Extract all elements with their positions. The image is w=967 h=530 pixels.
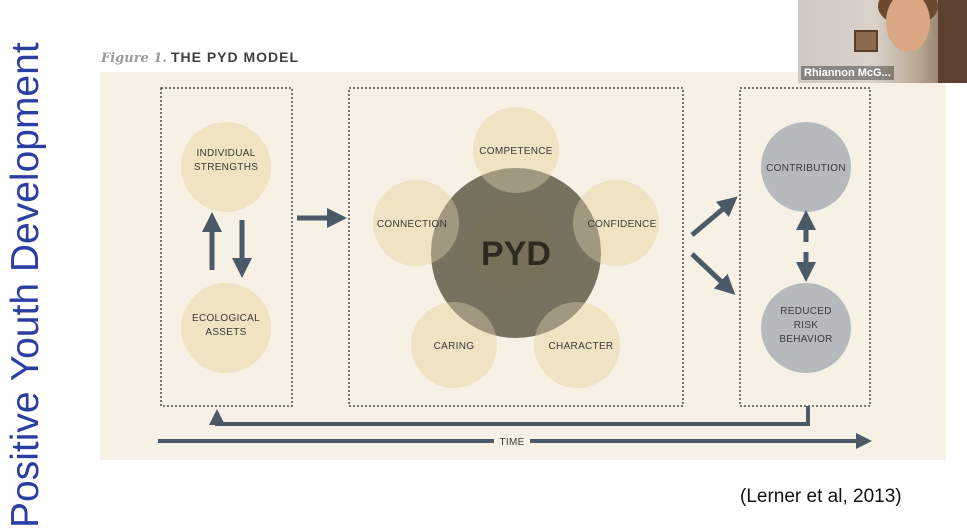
- participant-name-label: Rhiannon McG...: [801, 66, 894, 80]
- label-connection: CONNECTION: [377, 219, 447, 230]
- label-line: INDIVIDUAL: [196, 148, 255, 159]
- individual-strengths-circle: [181, 122, 271, 212]
- reduced-risk-circle: [761, 283, 851, 373]
- label-line: BEHAVIOR: [779, 334, 832, 345]
- label-line: RISK: [794, 320, 819, 331]
- slide-side-title: Positive Youth Development: [4, 42, 47, 528]
- label-confidence: CONFIDENCE: [587, 219, 656, 230]
- pyd-diagram-svg: INDIVIDUAL STRENGTHS ECOLOGICAL ASSETS PYD…: [158, 87, 872, 449]
- background-shelf: [938, 0, 967, 83]
- label-contribution: CONTRIBUTION: [766, 163, 846, 174]
- label-line: ECOLOGICAL: [192, 313, 260, 324]
- feedback-arrow: [209, 406, 810, 426]
- citation: (Lerner et al, 2013): [740, 486, 902, 507]
- time-label: TIME: [499, 437, 524, 448]
- arrow-to-reduced-risk: [690, 252, 736, 295]
- pyd-model-diagram: INDIVIDUAL STRENGTHS ECOLOGICAL ASSETS PYD…: [100, 72, 946, 460]
- label-individual-strengths-1: INDIVIDUAL STRENGTHS: [194, 148, 258, 173]
- webcam-video-tile[interactable]: Rhiannon McG...: [798, 0, 967, 83]
- label-caring: CARING: [434, 341, 475, 352]
- figure-caption: Figure 1.THE PYD MODEL: [101, 49, 299, 66]
- left-panel-border: [160, 87, 293, 407]
- label-line: ASSETS: [205, 327, 246, 338]
- label-reduced-risk-behavior: REDUCED RISK BEHAVIOR: [779, 306, 832, 345]
- right-panel-border: [739, 87, 871, 407]
- label-character: CHARACTER: [549, 341, 614, 352]
- label-line: STRENGTHS: [194, 162, 258, 173]
- ecological-assets-circle: [181, 283, 271, 373]
- person-face: [886, 0, 930, 52]
- label-ecological-assets: ECOLOGICAL ASSETS: [192, 313, 260, 338]
- figure-title: THE PYD MODEL: [170, 49, 300, 65]
- center-panel-border: [348, 87, 684, 407]
- contribution-circle: [761, 122, 851, 212]
- background-picture-frame: [854, 30, 878, 52]
- figure-number: Figure 1.: [101, 51, 167, 66]
- label-line: REDUCED: [780, 306, 832, 317]
- pyd-center-circle: [431, 168, 601, 338]
- label-competence: COMPETENCE: [479, 146, 553, 157]
- arrow-to-contribution: [690, 196, 738, 237]
- pyd-center-label: PYD: [481, 235, 551, 273]
